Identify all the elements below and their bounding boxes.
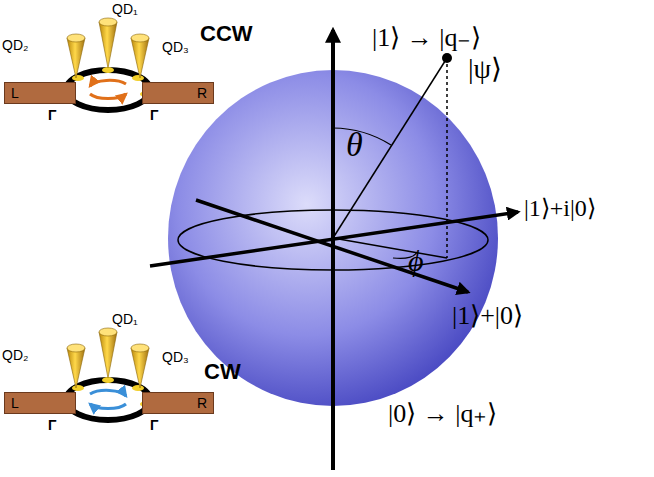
axis-label: |1⟩ → |q₋⟩	[372, 24, 481, 53]
angle-label: θ	[346, 126, 363, 163]
lead-electrode: R	[142, 82, 214, 104]
electrode-label: L	[11, 395, 19, 411]
lead-electrode: L	[4, 82, 76, 104]
dot-label: QD₃	[162, 40, 189, 55]
electrode-label: R	[197, 395, 207, 411]
angle-label: ϕ	[408, 244, 424, 277]
lead-electrode: R	[142, 392, 214, 414]
dot-label: QD₁	[112, 312, 138, 327]
dot-label: QD₃	[162, 350, 189, 365]
state-label: |ψ⟩	[468, 54, 502, 85]
coupling-label: Γ	[48, 108, 56, 123]
lead-electrode: L	[4, 392, 76, 414]
bloch-sphere	[150, 30, 518, 470]
coupling-label: Γ	[48, 418, 56, 433]
dot-label: QD₂	[2, 38, 28, 53]
coupling-label: Γ	[150, 418, 158, 433]
dot-label: QD₁	[112, 2, 138, 17]
triple-dot-device	[64, 18, 152, 110]
circulation-label: CW	[204, 360, 241, 384]
triple-dot-device	[64, 328, 152, 420]
electrode-label: L	[11, 85, 19, 101]
coupling-label: Γ	[150, 108, 158, 123]
electrode-label: R	[197, 85, 207, 101]
axis-label: |1⟩+|0⟩	[452, 302, 523, 331]
axis-label: |1⟩+i|0⟩	[524, 195, 596, 221]
dot-label: QD₂	[2, 348, 28, 363]
circulation-label: CCW	[200, 22, 253, 46]
axis-label: |0⟩ → |q₊⟩	[388, 400, 497, 429]
